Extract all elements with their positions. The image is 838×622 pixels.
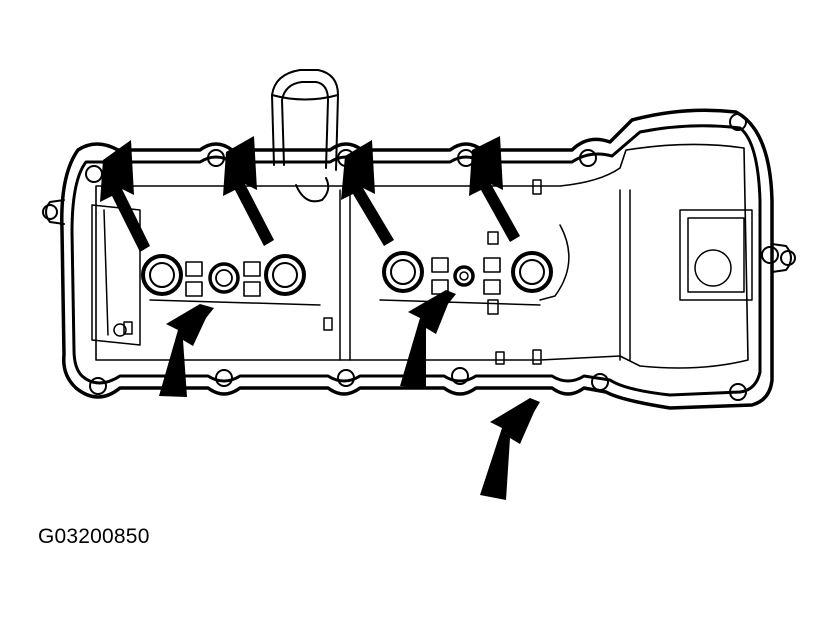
right-mount-tab <box>771 243 792 273</box>
arrow-down-icon <box>341 140 394 246</box>
arrow-down-icon <box>100 140 150 252</box>
small-seal <box>208 262 240 294</box>
spark-plug-tube-seal <box>264 254 306 296</box>
arrow-down-icon <box>223 136 274 246</box>
arrow-up-icon <box>400 290 456 388</box>
spark-plug-tube-seals <box>141 251 553 296</box>
arrow-up-icon <box>480 398 540 500</box>
arrow-down-icon <box>469 136 520 242</box>
callout-arrows <box>100 136 540 500</box>
spark-plug-tube-seal <box>141 254 183 296</box>
oil-filler-neck <box>271 69 339 203</box>
spark-plug-tube-seal <box>511 251 553 293</box>
bosses <box>185 257 501 297</box>
valve-cover-inner-body <box>95 143 749 369</box>
small-seal <box>453 265 475 287</box>
figure-code: G03200850 <box>38 525 150 548</box>
internal-ribs <box>91 179 753 365</box>
spark-plug-tube-seal <box>382 251 424 293</box>
arrow-up-icon <box>159 304 214 397</box>
left-mount-tab <box>45 199 65 225</box>
